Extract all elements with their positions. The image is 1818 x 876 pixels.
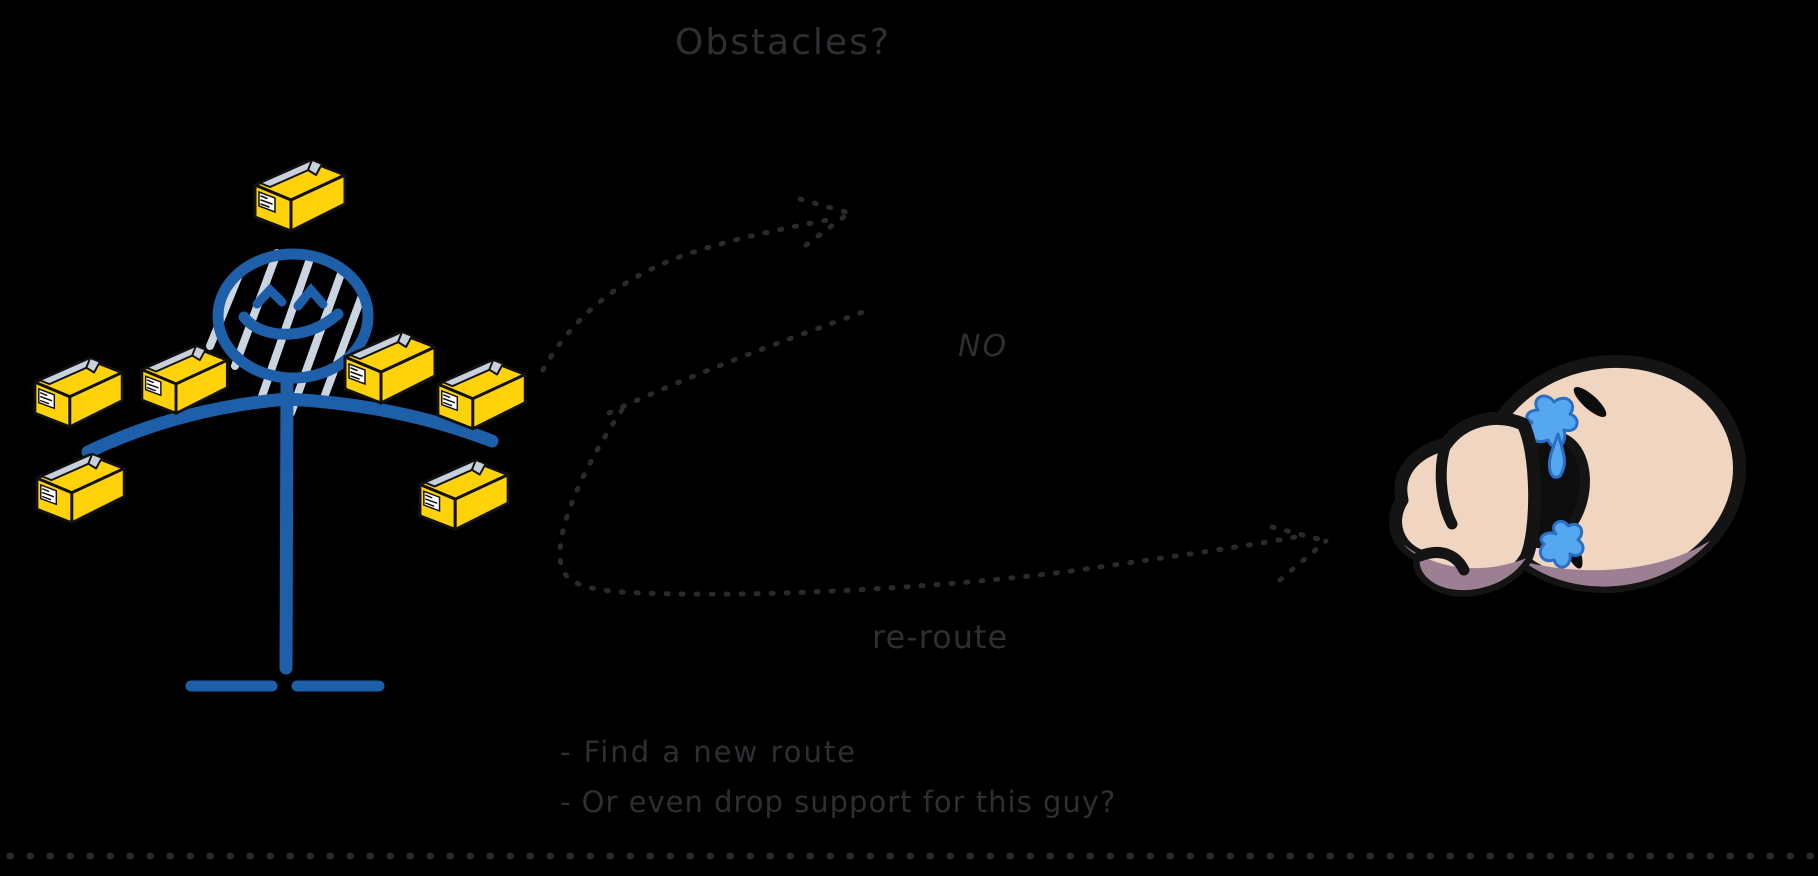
- notes: - Find a new route - Or even drop suppor…: [560, 735, 1116, 819]
- package-icon: [33, 356, 124, 429]
- crying-character: [1389, 354, 1753, 607]
- character-upper-eye: [1573, 387, 1607, 417]
- tear-splash-upper: [1525, 394, 1579, 479]
- obstacles-arrow: [540, 196, 852, 373]
- figure-right-arm: [280, 392, 499, 448]
- obstacles-label: Obstacles?: [675, 22, 891, 63]
- arrowhead-icon: [1269, 524, 1329, 583]
- figure-smile: [238, 308, 344, 340]
- no-label: NO: [958, 329, 1008, 364]
- character-body-crease-1: [1435, 438, 1458, 530]
- figure-left-arm: [81, 392, 294, 459]
- figure-left-eye: [252, 283, 287, 309]
- package-icon: [436, 358, 527, 431]
- tear-splash-lower: [1538, 520, 1585, 569]
- figure-body: [279, 373, 294, 675]
- delivery-figure: [81, 248, 499, 692]
- character-body-crease-2: [1414, 547, 1470, 576]
- package-icon: [418, 458, 510, 532]
- note-line-2: - Or even drop support for this guy?: [560, 785, 1116, 819]
- no-path: [606, 307, 872, 416]
- package-icon: [253, 158, 347, 233]
- reroute-label: re-route: [872, 618, 1008, 656]
- arrowhead-icon: [797, 196, 852, 248]
- note-line-1: - Find a new route: [560, 735, 857, 769]
- reroute-arrow: [557, 407, 1329, 597]
- package-icon: [35, 452, 126, 525]
- figure-right-eye: [293, 282, 328, 311]
